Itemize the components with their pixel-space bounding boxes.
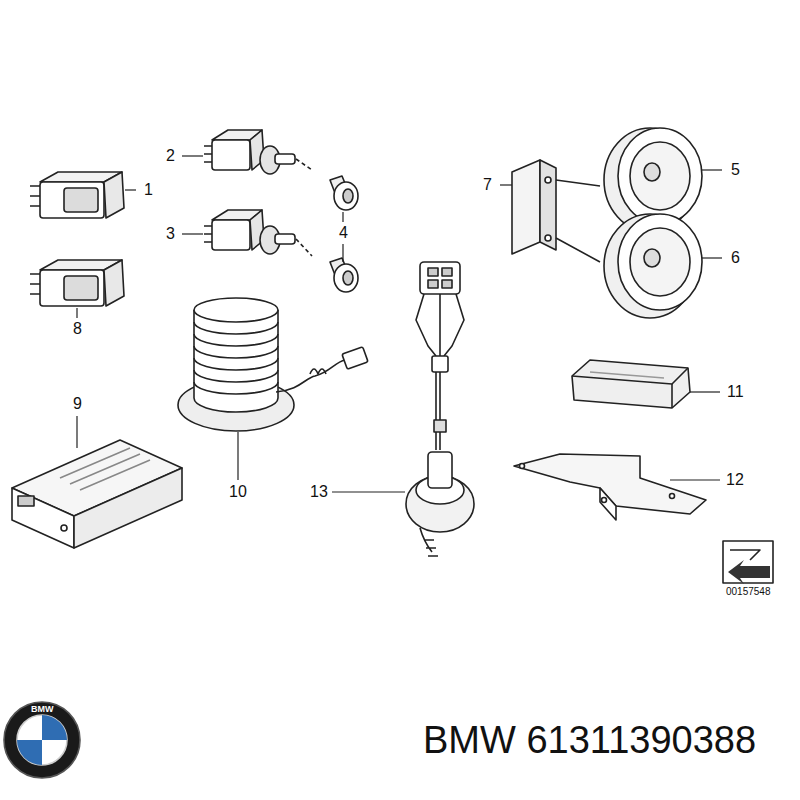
control-module — [12, 440, 182, 548]
horn — [604, 214, 702, 318]
horn-bracket — [512, 160, 600, 262]
leader-lines — [77, 156, 722, 492]
callout-number: 13 — [310, 484, 328, 500]
callout-number: 6 — [731, 250, 740, 266]
logo-text: BMW — [31, 705, 54, 714]
callout-number: 5 — [731, 162, 740, 178]
callout-number: 2 — [166, 148, 175, 164]
socket-connector — [406, 262, 474, 556]
push-switch — [204, 210, 295, 254]
rubber-pad — [572, 360, 690, 408]
switch-ring — [330, 258, 358, 292]
callout-number: 1 — [144, 182, 153, 198]
beacon-light — [178, 298, 368, 431]
callout-number: 9 — [73, 396, 82, 412]
callout-number: 12 — [726, 472, 744, 488]
rocker-switch — [30, 172, 124, 218]
callout-number: 8 — [73, 321, 82, 337]
callout-number: 7 — [483, 177, 492, 193]
callout-number: 11 — [727, 384, 744, 400]
switch-ring — [330, 176, 358, 210]
callout-number: 4 — [339, 225, 348, 241]
callout-number: 3 — [166, 226, 175, 242]
drawing-number: 00157548 — [726, 587, 771, 597]
view-icon — [723, 541, 773, 584]
rocker-switch — [30, 260, 124, 306]
mounting-plate — [514, 454, 706, 520]
callout-number: 10 — [229, 484, 247, 500]
part-number: BMW 61311390388 — [423, 721, 756, 759]
brand-logo — [4, 702, 80, 778]
push-switch — [204, 130, 295, 174]
